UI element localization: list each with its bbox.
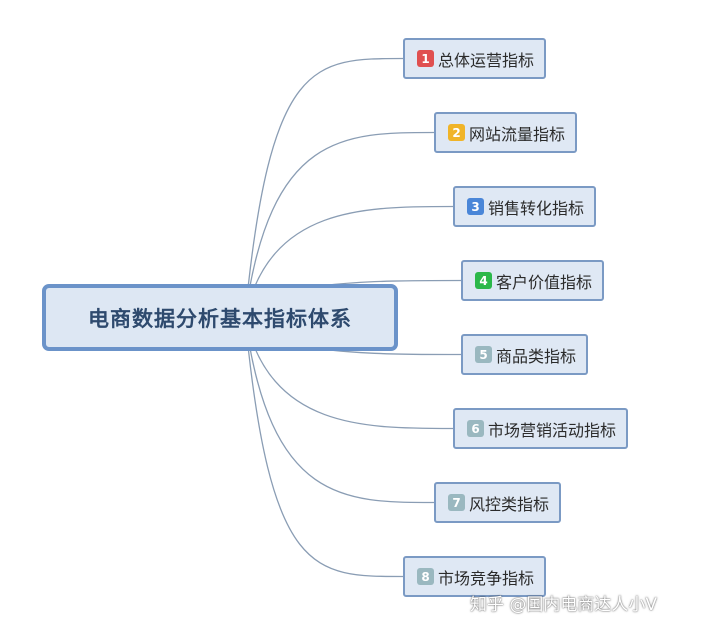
root-topic-label: 电商数据分析基本指标体系 bbox=[88, 306, 352, 331]
connector-line-6 bbox=[244, 316, 454, 430]
branch-label-6: 市场营销活动指标 bbox=[488, 420, 617, 440]
branch-label-2: 网站流量指标 bbox=[469, 124, 566, 144]
priority-2-icon: 2 bbox=[448, 124, 465, 141]
branch-label-4: 客户价值指标 bbox=[496, 272, 593, 292]
priority-4-icon: 4 bbox=[475, 272, 492, 289]
branch-node-4[interactable]: 4 客户价值指标 bbox=[461, 260, 605, 301]
connector-line-3 bbox=[244, 205, 454, 318]
watermark: 知乎 @国内电商达人小V bbox=[470, 595, 658, 615]
connector-line-2 bbox=[244, 131, 435, 318]
priority-6-icon: 6 bbox=[467, 420, 484, 437]
branch-node-7[interactable]: 7 风控类指标 bbox=[434, 482, 562, 523]
priority-7-icon: 7 bbox=[448, 494, 465, 511]
branch-label-3: 销售转化指标 bbox=[488, 198, 585, 218]
connector-line-8 bbox=[244, 316, 404, 578]
root-topic[interactable]: 电商数据分析基本指标体系 bbox=[42, 284, 398, 351]
branch-label-8: 市场竞争指标 bbox=[438, 568, 535, 588]
priority-1-icon: 1 bbox=[417, 50, 434, 67]
branch-node-8[interactable]: 8 市场竞争指标 bbox=[403, 556, 547, 597]
branch-node-1[interactable]: 1 总体运营指标 bbox=[403, 38, 547, 79]
branch-label-7: 风控类指标 bbox=[469, 494, 550, 514]
priority-3-icon: 3 bbox=[467, 198, 484, 215]
connector-line-1 bbox=[244, 57, 404, 318]
branch-label-1: 总体运营指标 bbox=[438, 50, 535, 70]
branch-node-5[interactable]: 5 商品类指标 bbox=[461, 334, 589, 375]
branch-label-5: 商品类指标 bbox=[496, 346, 577, 366]
priority-8-icon: 8 bbox=[417, 568, 434, 585]
connector-line-7 bbox=[244, 316, 435, 504]
branch-node-3[interactable]: 3 销售转化指标 bbox=[453, 186, 597, 227]
priority-5-icon: 5 bbox=[475, 346, 492, 363]
branch-node-2[interactable]: 2 网站流量指标 bbox=[434, 112, 578, 153]
branch-node-6[interactable]: 6 市场营销活动指标 bbox=[453, 408, 629, 449]
